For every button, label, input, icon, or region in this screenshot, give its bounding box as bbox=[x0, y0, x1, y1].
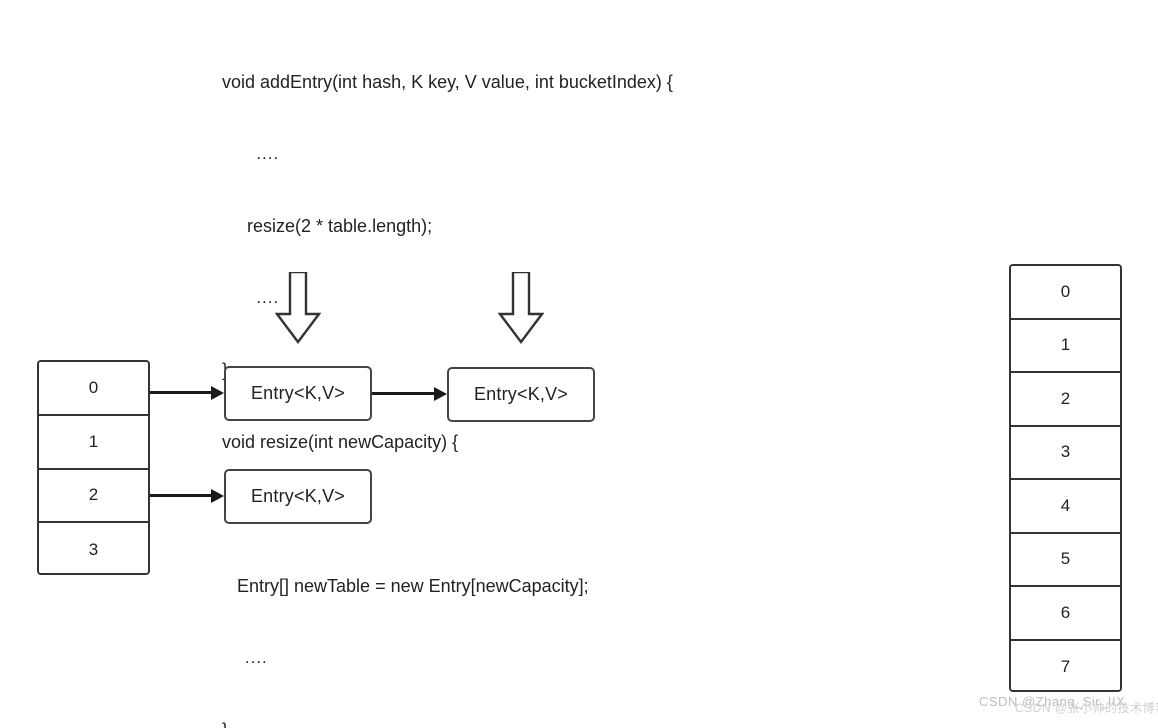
arrow-head bbox=[211, 386, 224, 400]
code-line: resize(2 * table.length); bbox=[222, 216, 433, 236]
bucket-cell-0: 0 bbox=[39, 362, 148, 416]
code-line: .... bbox=[222, 288, 280, 307]
code-line: void resize(int newCapacity) { bbox=[222, 432, 459, 452]
arrow-head bbox=[434, 387, 447, 401]
block-arrow-down-icon bbox=[498, 272, 544, 344]
bucket-cell-6: 6 bbox=[1011, 587, 1120, 641]
bucket-cell-2: 2 bbox=[1011, 373, 1120, 427]
bucket-cell-5: 5 bbox=[1011, 533, 1120, 587]
arrow-head bbox=[211, 489, 224, 503]
entry-node: Entry<K,V> bbox=[224, 469, 372, 524]
new-hash-table: 0 1 2 3 4 5 6 7 bbox=[1009, 264, 1122, 692]
arrow-shaft bbox=[150, 391, 211, 394]
bucket-cell-1: 1 bbox=[39, 415, 148, 470]
code-snippet: void addEntry(int hash, K key, V value, … bbox=[222, 22, 673, 728]
watermark-secondary: CSDN @张小帅的技术博客 bbox=[1015, 701, 1158, 715]
code-line: void addEntry(int hash, K key, V value, … bbox=[222, 72, 673, 92]
bucket-cell-0: 0 bbox=[1011, 266, 1120, 320]
code-line: .... bbox=[222, 648, 268, 667]
old-hash-table: 0 1 2 3 bbox=[37, 360, 150, 575]
code-line: Entry[] newTable = new Entry[newCapacity… bbox=[222, 576, 589, 596]
entry-node: Entry<K,V> bbox=[224, 366, 372, 421]
bucket-cell-3: 3 bbox=[1011, 426, 1120, 480]
bucket-cell-2: 2 bbox=[39, 469, 148, 524]
arrow-right-icon bbox=[150, 386, 224, 400]
arrow-shaft bbox=[150, 494, 211, 497]
bucket-cell-1: 1 bbox=[1011, 319, 1120, 373]
bucket-cell-7: 7 bbox=[1011, 640, 1120, 690]
block-arrow-down-icon bbox=[275, 272, 321, 344]
entry-node: Entry<K,V> bbox=[447, 367, 595, 422]
arrow-right-icon bbox=[150, 489, 224, 503]
code-line: .... bbox=[222, 144, 280, 163]
bucket-cell-4: 4 bbox=[1011, 480, 1120, 534]
arrow-right-icon bbox=[372, 387, 447, 401]
arrow-shaft bbox=[372, 392, 434, 395]
watermark: CSDN @Zhang_Sir_IIX bbox=[979, 694, 1126, 709]
code-line: } bbox=[222, 718, 673, 728]
bucket-cell-3: 3 bbox=[39, 523, 148, 573]
